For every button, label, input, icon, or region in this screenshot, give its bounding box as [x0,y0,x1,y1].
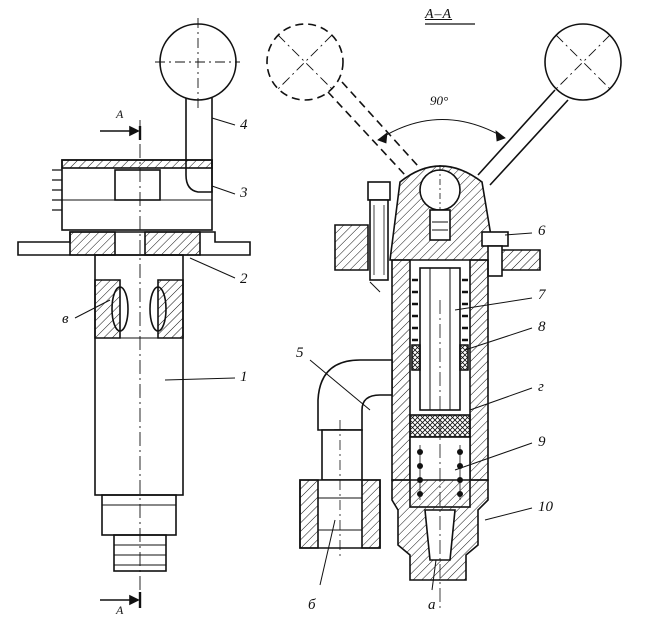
callout-v: в [62,311,69,327]
flange [17,231,251,256]
section-flange [334,224,369,271]
callout-8: 8 [538,319,546,335]
section-mark-bottom: A [116,603,124,617]
section-body-right [469,259,489,481]
callout-9: 9 [538,434,546,450]
lever-stem [185,98,213,193]
callout-1: 1 [240,369,248,385]
ghost-knob [266,23,344,101]
angle-label: 90° [430,93,449,108]
right-view [266,23,622,610]
callout-5: 5 [296,345,304,361]
callout-7: 7 [538,287,546,303]
section-mark-top: A [116,107,124,121]
angle-arc [377,119,506,141]
callout-a: а [428,597,436,613]
callout-g: г [538,379,544,395]
callout-10: 10 [538,499,553,515]
solid-knob [544,23,622,101]
section-body-left [391,259,411,481]
callout-b: б [308,597,316,613]
callout-3: 3 [240,185,248,201]
section-title: A–A [425,7,453,22]
callout-6: 6 [538,223,546,239]
left-view [17,18,251,608]
callout-4: 4 [240,117,248,133]
side-outlet [317,359,393,431]
callout-2: 2 [240,271,248,287]
